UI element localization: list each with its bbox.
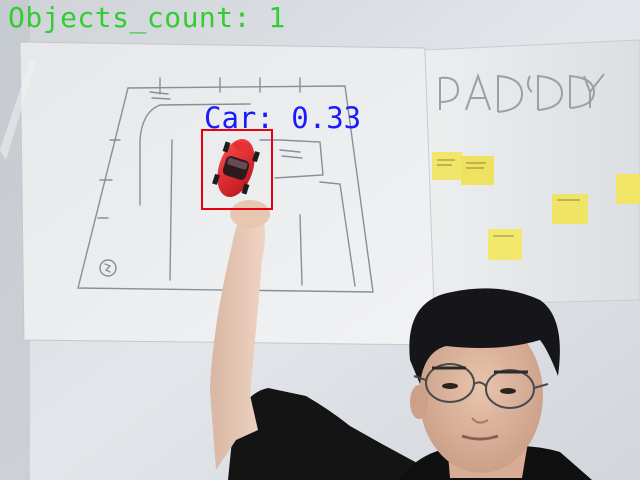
- glasses: [413, 363, 549, 409]
- hair: [409, 288, 560, 384]
- sticky-notes: [432, 152, 640, 260]
- paddy-heading-drawing: [439, 72, 605, 113]
- detection-bounding-box: [201, 129, 273, 210]
- toy-car: [212, 138, 260, 198]
- face: [419, 317, 543, 473]
- ear: [410, 385, 428, 419]
- notes-paper: [424, 39, 640, 306]
- right-eye: [500, 388, 516, 394]
- person-shoulder: [228, 388, 440, 480]
- mouth: [461, 434, 499, 441]
- hand-drawn-map: [77, 77, 374, 293]
- objects-count-label: Objects_count: 1: [8, 1, 286, 34]
- light-streak: [0, 60, 36, 160]
- hand: [230, 200, 270, 228]
- detection-label: Car: 0.33: [204, 101, 362, 135]
- left-eye: [442, 383, 458, 389]
- raised-arm: [210, 214, 265, 470]
- nose: [471, 417, 489, 424]
